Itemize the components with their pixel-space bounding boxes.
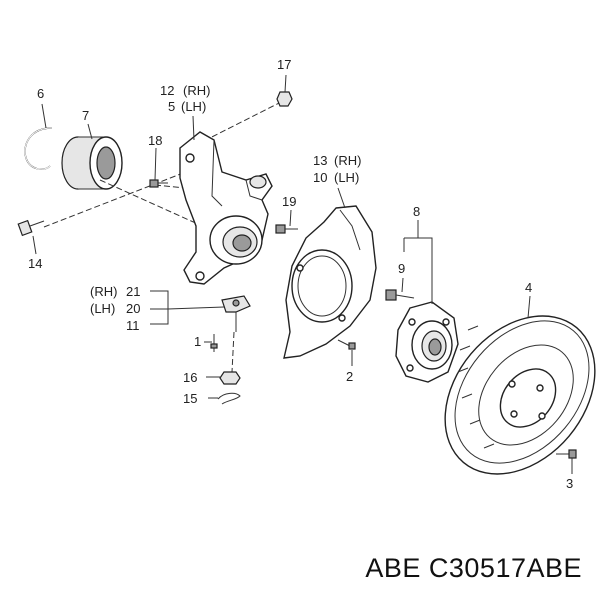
label-3: 3: [566, 476, 573, 491]
label-9: 9: [398, 261, 405, 276]
cotter-pin-15-part: [217, 392, 241, 405]
label-10-side: (LH): [334, 170, 359, 185]
leader-12: [192, 115, 195, 141]
leader-19: [289, 209, 292, 227]
leader-17: [284, 74, 287, 93]
bolt-1-part: [210, 334, 218, 352]
label-21-side: (RH): [90, 284, 117, 299]
assembly-line: [43, 167, 197, 228]
screw-2-part: [337, 339, 356, 350]
wheel-bearing-part: [61, 136, 123, 190]
leader-4: [527, 295, 531, 319]
label-10: 10: [313, 170, 327, 185]
screw-3-part: [556, 449, 577, 459]
label-13-side: (RH): [334, 153, 361, 168]
part-caption: ABE C30517ABE: [365, 553, 582, 584]
brand-name: ABE: [365, 553, 421, 583]
label-17: 17: [277, 57, 291, 72]
label-8: 8: [413, 204, 420, 219]
label-14: 14: [28, 256, 42, 271]
leader-14: [32, 235, 37, 255]
assembly-line: [99, 179, 201, 226]
leader-9: [401, 277, 404, 293]
bolt-14-part: [17, 219, 45, 237]
assembly-line: [195, 99, 286, 146]
leader-7: [87, 123, 93, 140]
label-18: 18: [148, 133, 162, 148]
leader-20-21-11: [150, 290, 225, 325]
assembly-line: [231, 331, 235, 373]
label-12-side: (RH): [183, 83, 210, 98]
label-12: 12: [160, 83, 174, 98]
label-16: 16: [183, 370, 197, 385]
label-20: 20: [126, 301, 140, 316]
label-21: 21: [126, 284, 140, 299]
bolt-19-part: [275, 224, 298, 234]
hub-bolt-9-part: [385, 289, 415, 301]
label-13: 13: [313, 153, 327, 168]
label-4: 4: [525, 280, 532, 295]
label-11: 11: [126, 318, 140, 333]
leader-18: [154, 147, 157, 181]
label-1: 1: [194, 334, 201, 349]
nut-17-part: [276, 91, 293, 107]
label-7: 7: [82, 108, 89, 123]
leader-6: [41, 103, 47, 129]
ball-joint-part: [221, 295, 251, 332]
leader-13: [337, 187, 346, 209]
label-5-side: (LH): [181, 99, 206, 114]
part-number: C30517ABE: [428, 553, 582, 583]
label-19: 19: [282, 194, 296, 209]
steering-knuckle-part: [179, 131, 273, 285]
castle-nut-16-part: [219, 371, 241, 385]
dust-shield-part: [283, 205, 377, 359]
bolt-18-part: [149, 179, 168, 188]
label-20-side: (LH): [90, 301, 115, 316]
label-2: 2: [346, 369, 353, 384]
wheel-hub-part: [395, 301, 459, 383]
leader-8: [403, 237, 433, 304]
label-5: 5: [168, 99, 175, 114]
label-6: 6: [37, 86, 44, 101]
brake-disc-part: [444, 315, 596, 475]
label-15: 15: [183, 391, 197, 406]
circlip-part: [24, 127, 53, 170]
